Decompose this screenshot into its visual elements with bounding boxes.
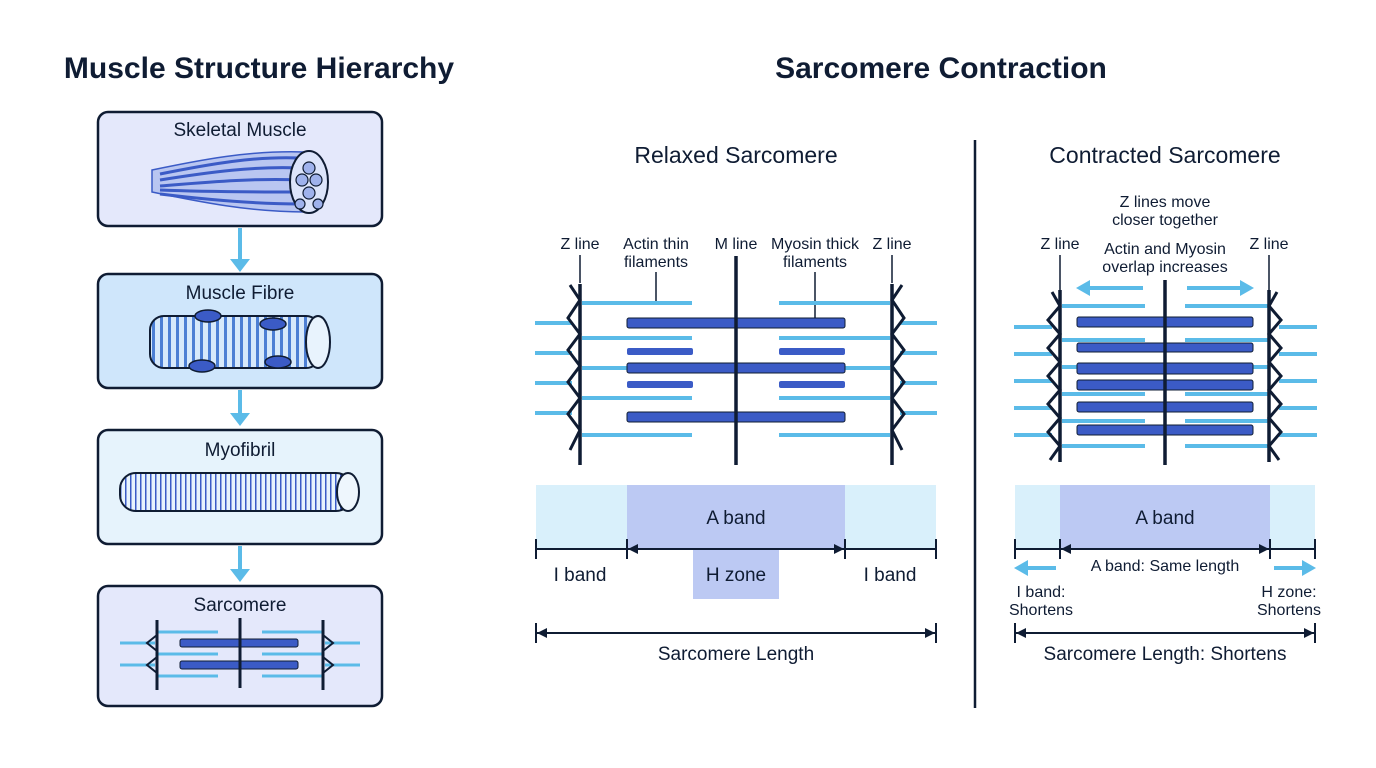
relaxed-bands: A band I band H zone I band Sarcomere Le… [535,485,937,665]
contraction-title: Sarcomere Contraction [775,52,1107,85]
contracted-title: Contracted Sarcomere [1049,142,1280,168]
relaxed-actin-label-1: Actin thin [623,236,689,253]
contracted-i-band-label-2: Shortens [1009,602,1073,619]
contracted-bands: A band A band: Same length I band: Short… [1009,485,1321,665]
contracted-h-zone-arrow [1274,560,1316,576]
relaxed-sarcomere-length-label: Sarcomere Length [658,644,814,665]
hierarchy-level-myofibril: Myofibril [96,428,384,546]
relaxed-myosin-label-2: filaments [783,254,847,271]
contracted-h-zone-label-1: H zone: [1261,584,1316,601]
myofibril-label: Myofibril [205,440,276,461]
contracted-i-band-arrow [1014,560,1056,576]
contracted-sarcomere-drawing [1014,280,1317,465]
hierarchy-level-muscle-fibre: Muscle Fibre [96,272,384,390]
sarcomere-mini-icon [120,618,360,690]
muscle-fibre-icon [149,309,331,373]
contracted-inward-arrow-right [1187,280,1254,296]
contracted-a-band-note: A band: Same length [1091,558,1240,575]
relaxed-title: Relaxed Sarcomere [634,142,837,168]
skeletal-muscle-icon [151,150,329,214]
contracted-overlap-label-2: overlap increases [1102,259,1227,276]
relaxed-i-band-left-label: I band [554,565,607,586]
relaxed-myosin-label-1: Myosin thick [771,236,860,253]
relaxed-a-band-label: A band [706,508,765,529]
myofibril-icon [119,472,360,512]
hierarchy-title: Muscle Structure Hierarchy [64,52,454,85]
relaxed-h-zone-label: H zone [706,565,766,586]
contracted-labels: Z lines move closer together Z line Acti… [1040,194,1289,296]
contracted-z-move-label-2: closer together [1112,212,1219,229]
contracted-z-line-left-label: Z line [1040,236,1079,253]
relaxed-z-line-left-label: Z line [560,236,599,253]
contracted-overlap-label-1: Actin and Myosin [1104,241,1226,258]
relaxed-m-line-label: M line [715,236,758,253]
hierarchy-level-sarcomere: Sarcomere [96,584,384,708]
muscle-fibre-label: Muscle Fibre [186,283,295,304]
hierarchy-arrow-1 [230,228,250,272]
contracted-a-band-label: A band [1135,508,1194,529]
relaxed-sarcomere-drawing [535,256,937,465]
relaxed-actin-label-2: filaments [624,254,688,271]
contracted-z-move-label-1: Z lines move [1120,194,1211,211]
contracted-z-line-right-label: Z line [1249,236,1288,253]
hierarchy-level-skeletal-muscle: Skeletal Muscle [96,110,384,228]
skeletal-muscle-label: Skeletal Muscle [173,120,306,141]
contracted-h-zone-label-2: Shortens [1257,602,1321,619]
contracted-sarcomere-length-label: Sarcomere Length: Shortens [1044,644,1287,665]
hierarchy-arrow-3 [230,546,250,582]
relaxed-z-line-right-label: Z line [872,236,911,253]
contracted-i-band-label-1: I band: [1017,584,1066,601]
contracted-inward-arrow-left [1076,280,1143,296]
relaxed-labels: Z line Actin thin filaments M line Myosi… [560,236,912,318]
relaxed-i-band-right-label: I band [864,565,917,586]
sarcomere-label: Sarcomere [194,595,287,616]
hierarchy-arrow-2 [230,390,250,426]
